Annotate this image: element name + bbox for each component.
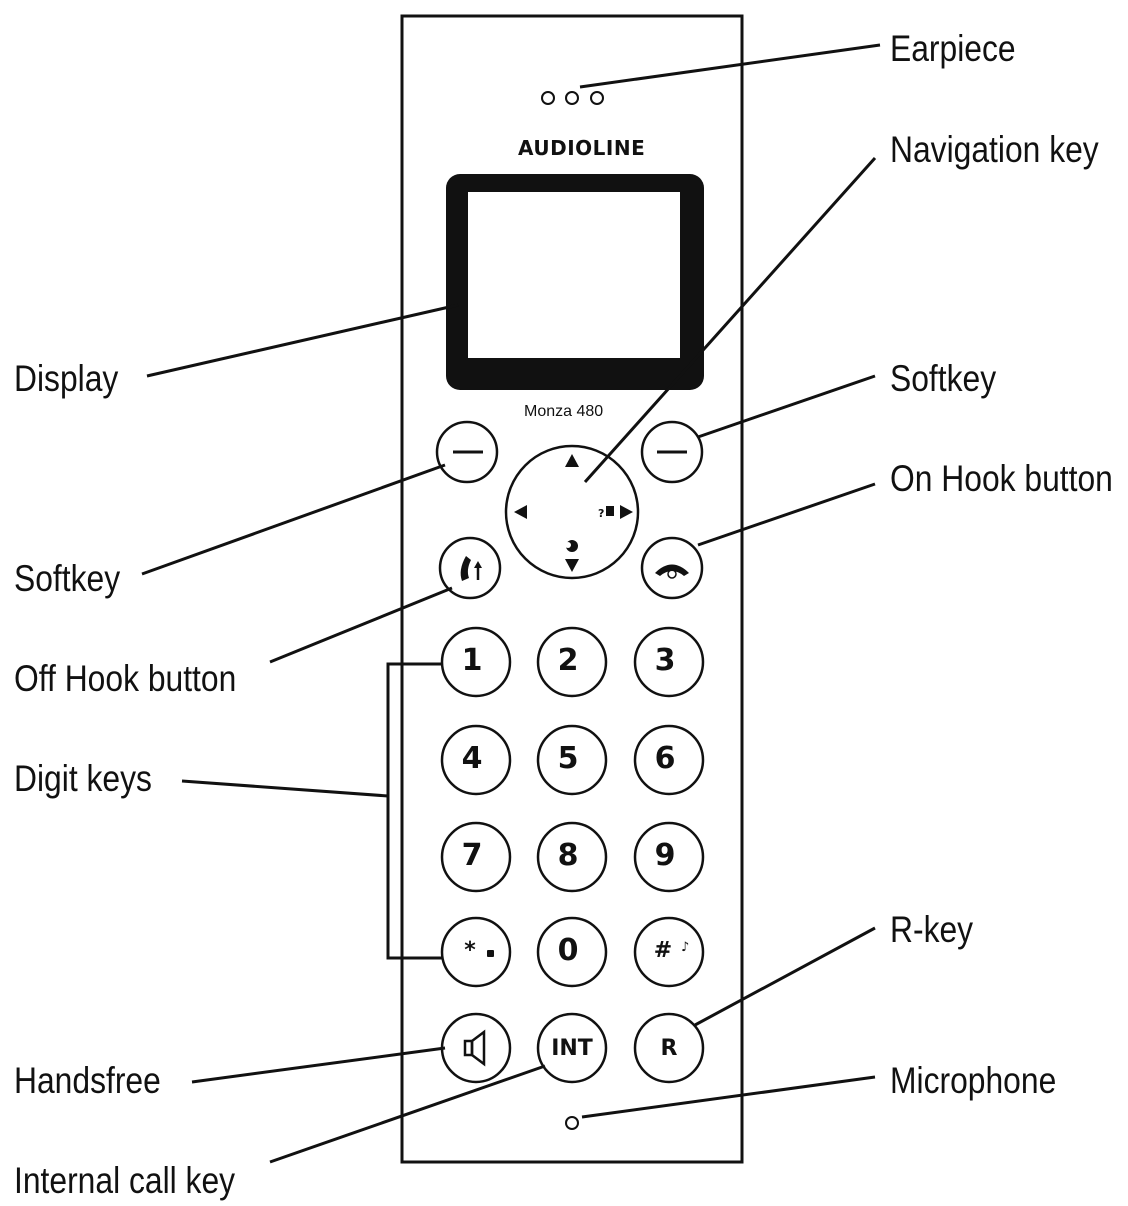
phone-off-hook-icon [460, 556, 471, 581]
digit-key-1[interactable] [440, 626, 512, 698]
lock-icon [487, 950, 494, 957]
label-off-hook-button: Off Hook button [14, 658, 237, 699]
digit-key-label-star: * [464, 938, 476, 963]
leader-handsfree [191, 1046, 446, 1084]
earpiece-holes [541, 91, 604, 105]
digit-key-label-hash: # [653, 938, 673, 963]
arrow-left-icon [514, 505, 527, 519]
leader-softkey-left [141, 463, 446, 576]
leader-navigation-key [583, 156, 877, 484]
leader-microphone [581, 1075, 876, 1119]
label-earpiece: Earpiece [890, 28, 1016, 69]
leader-display [146, 303, 459, 378]
digit-key-label-0: 0 [557, 933, 579, 968]
digit-key-label-7: 7 [461, 838, 483, 873]
label-softkey-left: Softkey [14, 558, 121, 599]
int-key[interactable] [536, 1012, 608, 1084]
digit-key-5[interactable] [536, 724, 608, 796]
leader-r-key [694, 926, 876, 1027]
leader-off-hook [269, 586, 453, 664]
digit-key-star[interactable] [440, 916, 512, 988]
leader-softkey-right [697, 374, 876, 439]
label-display: Display [14, 358, 119, 399]
digit-keys [440, 626, 705, 988]
off-hook-button[interactable] [438, 536, 502, 600]
digit-key-6[interactable] [633, 724, 705, 796]
handsfree-button[interactable] [440, 1012, 512, 1084]
digit-key-label-8: 8 [557, 838, 579, 873]
digit-key-label-1: 1 [461, 643, 483, 678]
digit-key-9[interactable] [633, 821, 705, 893]
digit-key-label-3: 3 [654, 643, 676, 678]
leader-lines [141, 43, 881, 1164]
digit-key-0[interactable] [536, 916, 608, 988]
int-key-label: INT [551, 1036, 593, 1061]
brand-logo-text: AUDIOLINE [518, 136, 646, 160]
label-microphone: Microphone [890, 1060, 1057, 1101]
speaker-icon [463, 1029, 486, 1067]
leader-on-hook [697, 482, 876, 547]
softkey-left[interactable] [435, 420, 499, 484]
digit-key-label-6: 6 [654, 741, 676, 776]
digit-key-8[interactable] [536, 821, 608, 893]
svg-text:?: ? [598, 507, 604, 520]
arrow-down-icon [565, 559, 579, 572]
label-digit-keys: Digit keys [14, 758, 152, 799]
digit-key-4[interactable] [440, 724, 512, 796]
digit-key-label-5: 5 [557, 741, 579, 776]
leader-internal-call-key [269, 1064, 546, 1164]
leader-earpiece [579, 43, 881, 89]
label-softkey-right: Softkey [890, 358, 997, 399]
display-screen [468, 192, 680, 358]
digit-key-7[interactable] [440, 821, 512, 893]
model-name: Monza 480 [524, 403, 604, 420]
leader-digit-keys [181, 779, 389, 798]
digit-key-2[interactable] [536, 626, 608, 698]
r-key-label: R [660, 1036, 678, 1061]
label-r-key: R-key [890, 909, 974, 950]
label-handsfree: Handsfree [14, 1060, 161, 1101]
music-note-icon: ♪ [681, 940, 690, 955]
label-navigation-key: Navigation key [890, 129, 1099, 170]
digit-keys-bracket [386, 662, 442, 960]
navigation-key[interactable]: ? [504, 444, 640, 580]
r-key[interactable] [633, 1012, 705, 1084]
digit-key-hash[interactable] [633, 916, 705, 988]
redial-icon [565, 540, 578, 552]
on-hook-button[interactable] [640, 536, 704, 600]
digit-key-label-2: 2 [557, 643, 579, 678]
phonebook-icon: ? [598, 506, 614, 520]
arrow-right-icon [620, 505, 633, 519]
digit-key-3[interactable] [633, 626, 705, 698]
label-on-hook-button: On Hook button [890, 458, 1113, 499]
digit-key-label-9: 9 [654, 838, 676, 873]
label-internal-call-key: Internal call key [14, 1160, 236, 1201]
digit-key-label-4: 4 [461, 741, 483, 776]
microphone-hole [565, 1116, 579, 1130]
softkey-right[interactable] [640, 420, 704, 484]
arrow-up-icon [565, 454, 579, 467]
